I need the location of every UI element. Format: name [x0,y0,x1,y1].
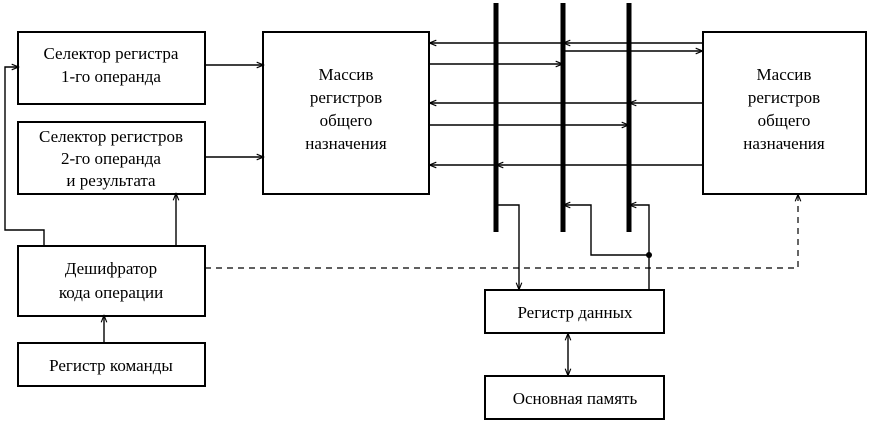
selector-1st-operand-line-1: Селектор регистра [44,44,179,63]
gpr-left-line-4: назначения [305,134,387,153]
gpr-right-line-3: общего [758,111,811,130]
dashed-control-decoder-to-gpr-right [205,195,798,269]
gpr-right-line-2: регистров [748,88,820,107]
gpr-array-right-block: Массив регистров общего назначения [702,31,867,195]
data-register-block: Регистр данных [484,289,665,334]
gpr-array-left-block: Массив регистров общего назначения [262,31,430,195]
arrow-bus1-to-data-register [496,204,519,289]
gpr-right-line-4: назначения [743,134,825,153]
instruction-register-block: Регистр команды [17,342,206,387]
selector-2nd-operand-line-2: 2-го операнда [61,149,161,168]
instruction-register-label: Регистр команды [49,356,173,375]
data-register-label: Регистр данных [517,303,633,322]
selector-2nd-operand-line-1: Селектор регистров [39,127,183,146]
opcode-decoder-line-2: кода операции [59,283,163,302]
junction-dot [646,252,652,258]
arrow-decoder-to-selector1 [4,67,45,246]
arrow-data-register-to-bus3 [630,205,650,255]
selector-1st-operand-line-2: 1-го операнда [61,67,161,86]
selector-2nd-operand-line-3: и результата [66,171,156,190]
gpr-right-line-1: Массив [757,65,812,84]
main-memory-block: Основная память [484,375,665,420]
arrow-data-register-to-bus2 [564,205,650,290]
gpr-left-line-1: Массив [319,65,374,84]
selector-1st-operand-block: Селектор регистра 1-го операнда [17,31,206,105]
opcode-decoder-block: Дешифратор кода операции [17,245,206,317]
main-memory-label: Основная память [513,389,638,408]
gpr-left-line-2: регистров [310,88,382,107]
opcode-decoder-line-1: Дешифратор [65,259,157,278]
gpr-left-line-3: общего [320,111,373,130]
selector-2nd-operand-result-block: Селектор регистров 2-го операнда и резул… [17,121,206,195]
